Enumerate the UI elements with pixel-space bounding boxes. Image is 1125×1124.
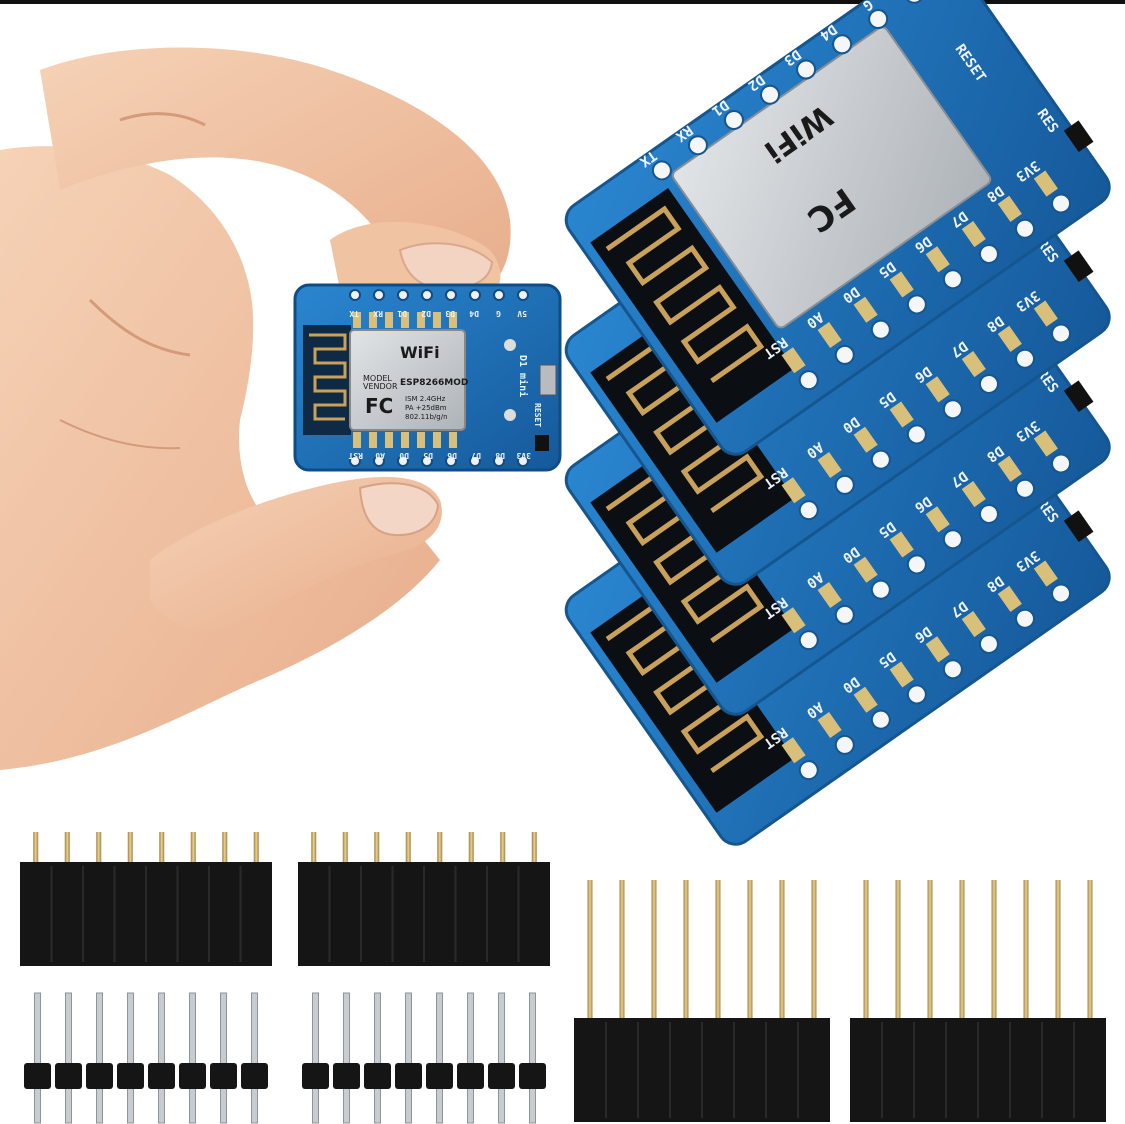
held-pin-d6: D6	[447, 451, 457, 460]
stack-pin-label: D6	[911, 623, 934, 646]
stack-pin-label: D0	[839, 283, 862, 306]
held-pin-g: G	[496, 309, 501, 318]
stack-pin-label: D5	[875, 388, 898, 411]
held-pin-d8: D8	[495, 451, 505, 460]
wifi-logo-text: WiFi	[400, 343, 440, 362]
chip-standard-label: 802.11b/g/n	[405, 413, 448, 421]
stack-pin-label: D5	[875, 518, 898, 541]
stacked-board-1: RSTA0D0D5D6D7D83V3RESWiFiFCTXRXD1D2D3D4G…	[564, 0, 1111, 456]
stack-top-pin-label: D1	[709, 96, 732, 119]
held-pin-d1: D1	[397, 309, 407, 318]
held-pin-d3: D3	[445, 309, 455, 318]
held-board: WiFi MODEL VENDOR ESP8266MOD FC ISM 2.4G…	[293, 283, 562, 472]
held-pin-d2: D2	[421, 309, 431, 318]
stack-pin-label: D6	[911, 363, 934, 386]
pin-headers	[20, 832, 1106, 1124]
male-header-left	[24, 992, 268, 1124]
held-pin-a0: A0	[375, 451, 385, 460]
held-board-reset-label: RESET	[533, 403, 542, 427]
top-border	[0, 0, 1125, 4]
stack-pin-label: A0	[803, 568, 826, 591]
stack-pin-label: D8	[983, 572, 1006, 595]
stack-pin-label: D7	[947, 597, 970, 620]
held-pin-tx: TX	[349, 309, 359, 318]
stack-pin-label: D8	[983, 442, 1006, 465]
stacked-boards: RSTA0D0D5D6D7D83V3RESRSTA0D0D5D6D7D83V3R…	[564, 0, 1111, 846]
stack-pin-label: D8	[983, 182, 1006, 205]
stack-pin-label: D0	[839, 673, 862, 696]
stack-top-pin-label: D4	[817, 21, 840, 44]
held-pin-d7: D7	[471, 451, 481, 460]
held-pin-5v: 5V	[517, 309, 527, 318]
female-header-left	[20, 832, 272, 966]
long-stacking-header-left	[574, 880, 830, 1122]
held-board-model-label: D1 mini	[517, 355, 529, 397]
chip-vendor-label: VENDOR	[363, 382, 398, 391]
held-pin-rst: RST	[348, 451, 363, 460]
stack-pin-label: D7	[947, 467, 970, 490]
stack-pin-label: A0	[803, 438, 826, 461]
chip-ism-label: ISM 2.4GHz	[405, 395, 446, 403]
fc-logo-text: FC	[365, 394, 393, 418]
stack-pin-label: D6	[911, 233, 934, 256]
chip-pa-label: PA +25dBm	[405, 404, 447, 412]
held-pin-rx: RX	[373, 309, 383, 318]
held-pin-3v3: 3V3	[516, 451, 531, 460]
stack-pin-label: A0	[803, 308, 826, 331]
held-pin-d0: D0	[399, 451, 409, 460]
stack-pin-label: D6	[911, 493, 934, 516]
held-pin-d5: D5	[423, 451, 433, 460]
long-stacking-header-right	[850, 880, 1106, 1122]
hand-image	[0, 47, 511, 770]
stack-pin-label: D5	[875, 258, 898, 281]
chip-model-label: MODEL	[363, 374, 392, 383]
held-pin-d4: D4	[469, 309, 479, 318]
stack-pin-label: D7	[947, 337, 970, 360]
female-header-middle	[298, 832, 550, 966]
male-header-middle	[302, 992, 546, 1124]
stack-pin-label: A0	[803, 698, 826, 721]
stack-top-pin-label: D2	[745, 71, 768, 94]
stack-pin-label: D7	[947, 207, 970, 230]
stack-pin-label: D5	[875, 648, 898, 671]
stack-top-pin-label: D3	[781, 46, 804, 69]
chip-module-label: ESP8266MOD	[400, 378, 468, 388]
stack-pin-label: D8	[983, 312, 1006, 335]
stack-pin-label: D0	[839, 543, 862, 566]
stack-pin-label: D0	[839, 413, 862, 436]
